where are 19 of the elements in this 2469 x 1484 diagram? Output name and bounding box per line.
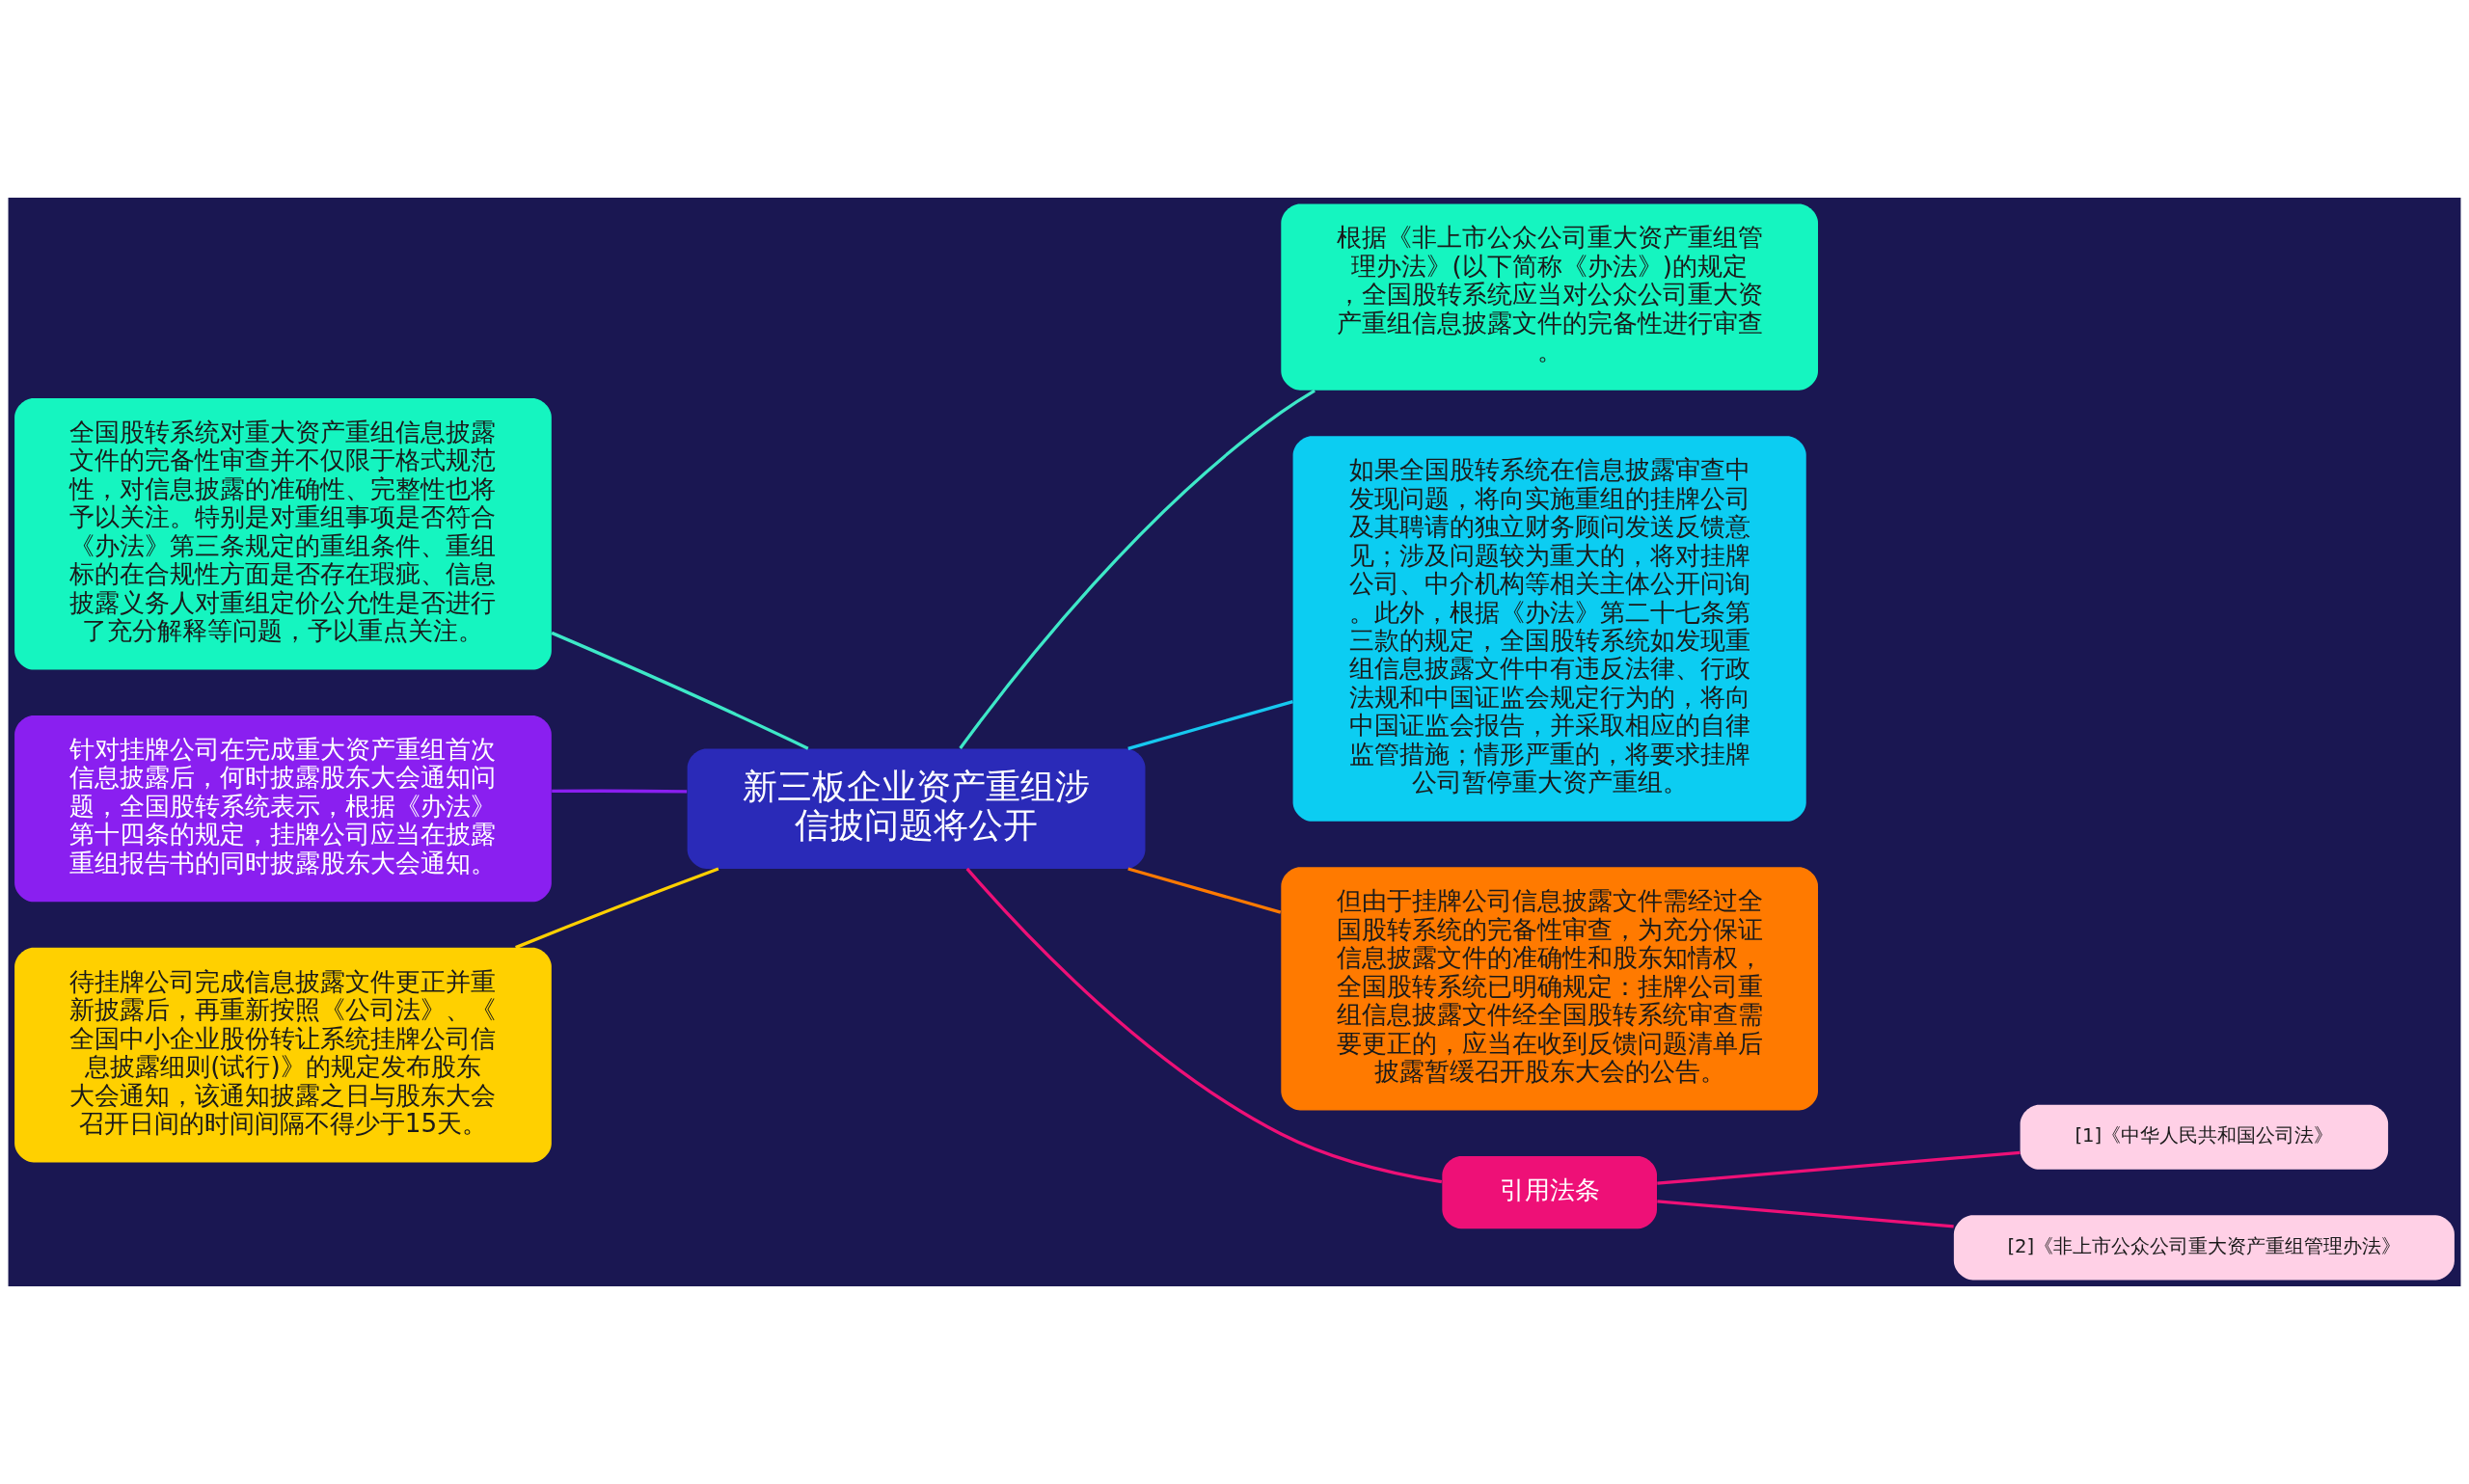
node-box: [2]《非上市公众公司重大资产重组管理办法》 [1953, 1215, 2455, 1281]
connector [965, 867, 1443, 1184]
connector [1657, 1150, 2021, 1185]
node-box: 新三板企业资产重组涉信披问题将公开 [687, 748, 1146, 869]
node-box: 引用法条 [1442, 1155, 1657, 1229]
connector [552, 789, 688, 794]
connector [1657, 1200, 1954, 1228]
node-box: 待挂牌公司完成信息披露文件更正并重新披露后，再重新按照《公司法》、《全国中小企业股份转让系统挂牌公司信息披露细则(试行)》的规定发布股东大会通知，该通知披露之日与股东大会召开日间的时间间隔不得少于15天。 [14, 947, 552, 1163]
connector [1127, 700, 1293, 750]
node-box: 针对挂牌公司在完成重大资产重组首次信息披露后，何时披露股东大会通知问题，全国股转系统表示，根据《办法》第十四条的规定，挂牌公司应当在披露重组报告书的同时披露股东大会通知。 [14, 715, 552, 903]
node-box: 但由于挂牌公司信息披露文件需经过全国股转系统的完备性审查，为充分保证信息披露文件的准确性和股东知情权，全国股转系统已明确规定：挂牌公司重组信息披露文件经全国股转系统审查需要更正的，应当在收到反馈问题清单后披露暂缓召开股东大会的公告。 [1281, 867, 1819, 1111]
connector [551, 631, 809, 750]
node-box: 全国股转系统对重大资产重组信息披露文件的完备性审查并不仅限于格式规范性，对信息披露的准确性、完整性也将予以关注。特别是对重组事项是否符合《办法》第三条规定的重组条件、重组标的在合规性方面是否存在瑕疵、信息披露义务人对重组定价公允性是否进行了充分解释等问题，予以重点关注。 [14, 397, 552, 670]
node-box: 如果全国股转系统在信息披露审查中发现问题，将向实施重组的挂牌公司及其聘请的独立财务顾问发送反馈意见；涉及问题较为重大的，将对挂牌公司、中介机构等相关主体公开问询。此外，根据《办法》第二十七条第三款的规定，全国股转系统如发现重组信息披露文件中有违反法律、行政法规和中国证监会规定行为的，将向中国证监会报告，并采取相应的自律监管措施；情形严重的，将要求挂牌公司暂停重大资产重组。 [1292, 436, 1806, 822]
node-box: 根据《非上市公众公司重大资产重组管理办法》(以下简称《办法》)的规定，全国股转系统应当对公众公司重大资产重组信息披露文件的完备性进行审查。 [1281, 203, 1819, 391]
connector [1127, 867, 1282, 914]
connector [515, 867, 719, 950]
node-box: [1]《中华人民共和国公司法》 [2020, 1104, 2389, 1170]
connector [959, 389, 1316, 749]
